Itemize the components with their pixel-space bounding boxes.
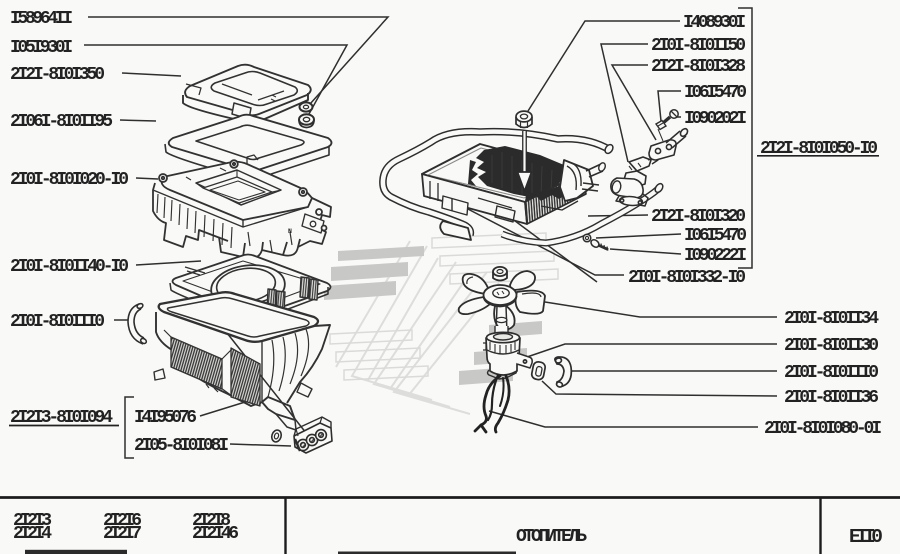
svg-text:2I0I-8I0II34: 2I0I-8I0II34 <box>784 309 879 329</box>
svg-text:2I0I-8I0II36: 2I0I-8I0II36 <box>784 388 879 408</box>
svg-text:2I2I7: 2I2I7 <box>103 524 142 544</box>
svg-text:2I0I-8I0I080-0I: 2I0I-8I0I080-0I <box>764 419 882 439</box>
svg-text:2I0I-8I0II50: 2I0I-8I0II50 <box>651 36 746 56</box>
svg-text:2I2I4: 2I2I4 <box>13 524 52 544</box>
svg-text:2I2I3-8I0I094: 2I2I3-8I0I094 <box>10 408 113 428</box>
svg-text:2I0I-8I0III0: 2I0I-8I0III0 <box>10 312 105 332</box>
svg-text:2I0I-8I0I020-I0: 2I0I-8I0I020-I0 <box>10 170 129 190</box>
svg-text:I090222I: I090222I <box>684 246 747 266</box>
svg-text:I408930I: I408930I <box>683 13 746 33</box>
svg-text:2I2I3: 2I2I3 <box>13 511 52 531</box>
svg-text:2I2I-8I0I050-I0: 2I2I-8I0I050-I0 <box>760 139 878 159</box>
svg-text:I06I5470: I06I5470 <box>684 83 747 103</box>
svg-text:2I05-8I0I08I: 2I05-8I0I08I <box>134 436 229 456</box>
svg-text:2I0I-8I0I332-I0: 2I0I-8I0I332-I0 <box>628 268 746 288</box>
svg-text:2I0I-8I0II30: 2I0I-8I0II30 <box>784 336 879 356</box>
svg-text:2I0I-8I0II40-I0: 2I0I-8I0II40-I0 <box>10 257 129 277</box>
svg-text:2I06I-8I0II95: 2I06I-8I0II95 <box>10 112 113 132</box>
svg-text:2I0I-8I0III0: 2I0I-8I0III0 <box>784 363 879 383</box>
svg-text:I58964II: I58964II <box>10 9 73 29</box>
svg-text:2I2I-8I0I320: 2I2I-8I0I320 <box>651 207 746 227</box>
svg-text:2I2I6: 2I2I6 <box>103 511 142 531</box>
svg-text:I05I930I: I05I930I <box>10 38 73 58</box>
svg-text:2I2I8: 2I2I8 <box>192 511 231 531</box>
svg-text:I4I95076: I4I95076 <box>134 408 197 428</box>
svg-text:I090202I: I090202I <box>684 109 747 129</box>
svg-text:2I2I-8I0I328: 2I2I-8I0I328 <box>651 57 746 77</box>
svg-text:N: N <box>288 228 292 235</box>
svg-text:2I2I-8I0I350: 2I2I-8I0I350 <box>10 65 105 85</box>
svg-text:I06I5470: I06I5470 <box>684 226 747 246</box>
svg-text:2I2I46: 2I2I46 <box>192 524 239 544</box>
svg-text:EII0: EII0 <box>849 526 883 548</box>
svg-text:ОТОПИТЕЛЬ: ОТОПИТЕЛЬ <box>516 527 587 547</box>
